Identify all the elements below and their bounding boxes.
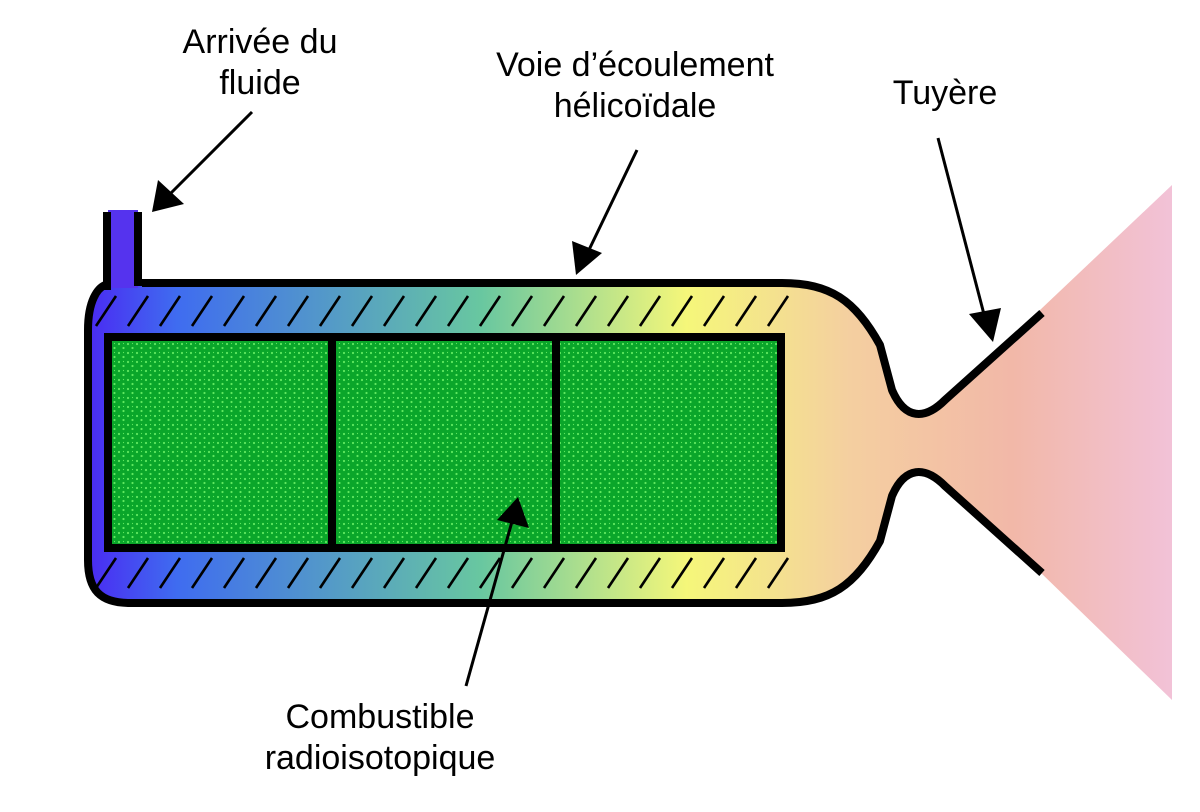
chamber-outline-top bbox=[142, 279, 1045, 418]
hatch-line bbox=[478, 557, 502, 589]
hatch-line bbox=[94, 557, 118, 589]
chamber-outline-bottom bbox=[84, 281, 1045, 607]
hatch-line bbox=[222, 557, 246, 589]
hatch-line bbox=[382, 295, 406, 327]
hatch-line bbox=[670, 557, 694, 589]
hatch-line bbox=[478, 295, 502, 327]
hatch-pattern-icon bbox=[94, 295, 790, 327]
label-fuel: Combustible radioisotopique bbox=[230, 697, 530, 779]
hatch-line bbox=[638, 295, 662, 327]
hatch-line bbox=[702, 295, 726, 327]
arrow-icon bbox=[572, 149, 639, 275]
exhaust-plume bbox=[1040, 185, 1172, 700]
arrow-icon bbox=[936, 137, 1001, 342]
label-inlet: Arrivée du fluide bbox=[160, 22, 360, 104]
hatch-line bbox=[510, 557, 534, 589]
hatch-line bbox=[126, 557, 150, 589]
hatch-line bbox=[606, 295, 630, 327]
inlet-pipe bbox=[108, 210, 138, 288]
arrow-icon bbox=[464, 497, 529, 687]
hatch-line bbox=[254, 557, 278, 589]
hatch-line bbox=[286, 557, 310, 589]
hatch-line bbox=[318, 295, 342, 327]
hatch-line bbox=[350, 295, 374, 327]
hatch-line bbox=[350, 557, 374, 589]
arrow-icon bbox=[152, 110, 254, 212]
hatch-line bbox=[190, 557, 214, 589]
hatch-line bbox=[222, 295, 246, 327]
hatch-line bbox=[94, 295, 118, 327]
hatch-line bbox=[638, 557, 662, 589]
hatch-line bbox=[158, 295, 182, 327]
hatch-line bbox=[318, 557, 342, 589]
fuel-core bbox=[104, 333, 785, 552]
label-fuel-line2: radioisotopique bbox=[264, 739, 496, 777]
hatch-line bbox=[670, 295, 694, 327]
hatch-line bbox=[446, 295, 470, 327]
hatch-line bbox=[382, 557, 406, 589]
label-inlet-line2: fluide bbox=[219, 64, 301, 102]
hatch-line bbox=[574, 557, 598, 589]
label-helical-line2: hélicoïdale bbox=[553, 87, 717, 125]
label-nozzle-line1: Tuyère bbox=[892, 74, 998, 112]
hatch-line bbox=[734, 295, 758, 327]
hatch-line bbox=[734, 557, 758, 589]
label-nozzle: Tuyère bbox=[860, 73, 1030, 114]
label-helical-line1: Voie d’écoulement bbox=[496, 46, 774, 84]
hatch-line bbox=[542, 557, 566, 589]
label-inlet-line1: Arrivée du bbox=[182, 23, 338, 61]
label-fuel-line1: Combustible bbox=[285, 698, 475, 736]
hatch-line bbox=[766, 295, 790, 327]
label-helical-channel: Voie d’écoulement hélicoïdale bbox=[445, 45, 825, 127]
hatch-line bbox=[126, 295, 150, 327]
hatch-line bbox=[158, 557, 182, 589]
hatch-line bbox=[254, 295, 278, 327]
hatch-line bbox=[766, 557, 790, 589]
hatch-line bbox=[446, 557, 470, 589]
hatch-pattern-icon bbox=[94, 557, 790, 589]
hatch-line bbox=[574, 295, 598, 327]
hatch-line bbox=[606, 557, 630, 589]
hatch-line bbox=[510, 295, 534, 327]
hatch-line bbox=[286, 295, 310, 327]
hatch-line bbox=[542, 295, 566, 327]
hatch-line bbox=[414, 295, 438, 327]
hatch-line bbox=[414, 557, 438, 589]
hatch-line bbox=[190, 295, 214, 327]
hatch-line bbox=[702, 557, 726, 589]
